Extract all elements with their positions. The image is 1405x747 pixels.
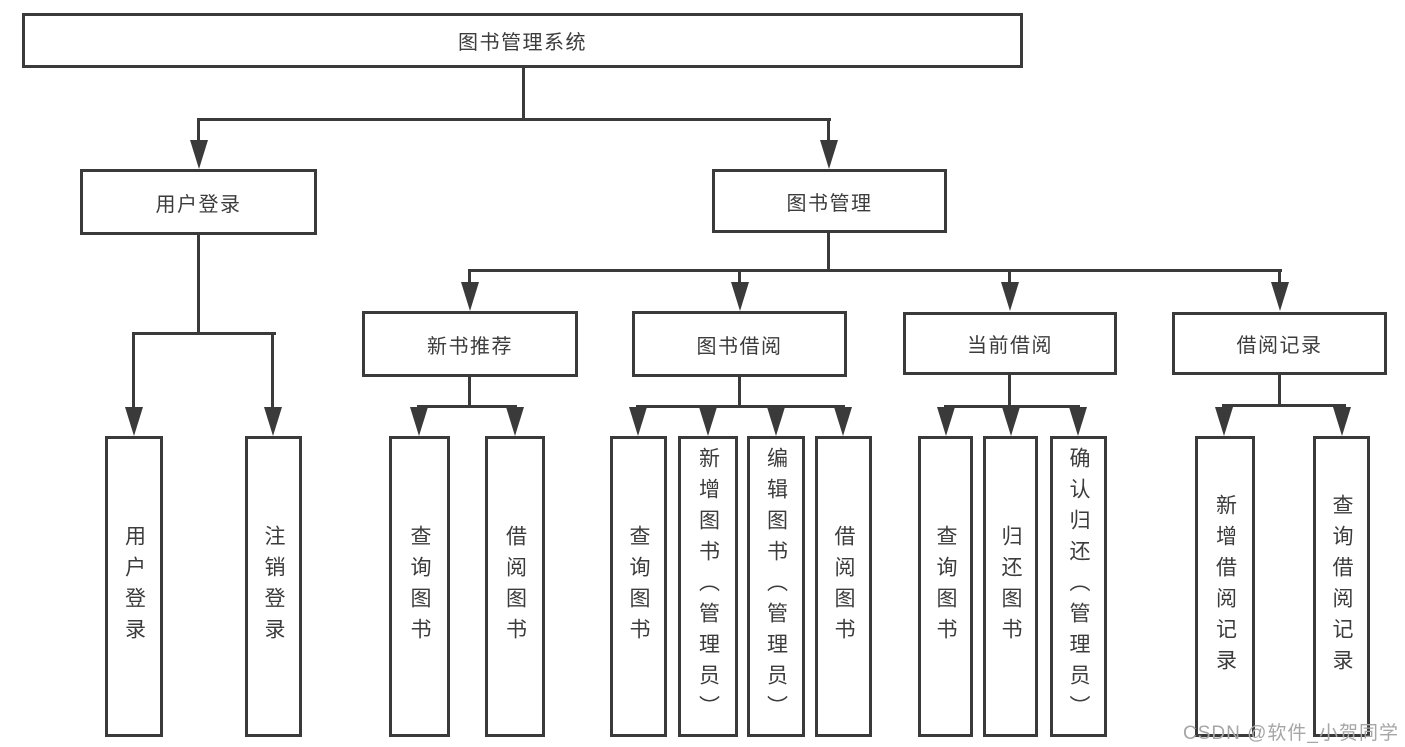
leaf-borrow-books: 借阅图书 [815,436,872,737]
arrow-down-icon [125,407,143,436]
node-label: 图书管理 [786,192,873,215]
node-borrow-records: 借阅记录 [1172,312,1387,375]
connector-root-branch [197,118,831,121]
arrow-down-icon [937,407,955,436]
arrow-down-icon [1215,407,1233,436]
node-new-book-recommend: 新书推荐 [362,311,578,377]
leaf-label: 确认归还（管理员） [1067,447,1090,726]
arrow-down-icon [767,407,785,436]
leaf-label: 查询图书 [934,524,957,649]
node-label: 新书推荐 [427,335,513,358]
connector-book-management-branch [468,269,1282,272]
connector-user-login-branch [132,332,276,335]
leaf-label: 归还图书 [999,524,1022,649]
leaf-return-book: 归还图书 [983,436,1038,737]
leaf-add-book-admin: 新增图书（管理员） [678,436,738,737]
connector-new-book-branch [417,405,517,408]
leaf-label: 借阅图书 [832,524,855,649]
node-label: 用户登录 [155,193,242,216]
leaf-label: 借阅图书 [503,524,527,649]
connector-to-current-borrow [1008,269,1011,284]
leaf-query-books-current: 查询图书 [918,436,973,737]
node-user-login: 用户登录 [80,169,317,235]
leaf-query-borrow-record: 查询借阅记录 [1313,436,1370,737]
leaf-label: 新增图书（管理员） [696,447,720,726]
arrow-down-icon [699,407,717,436]
node-book-borrow: 图书借阅 [632,311,847,377]
leaf-label: 编辑图书（管理员） [764,447,788,726]
connector-to-book-management [827,118,830,143]
connector-borrow-records-stem [1278,375,1281,407]
node-label: 图书管理系统 [458,32,587,54]
arrow-down-icon [264,407,282,436]
connector-to-new-book [468,269,471,284]
node-current-borrow: 当前借阅 [903,312,1117,375]
arrow-down-icon [1002,407,1020,436]
arrow-down-icon [1271,282,1289,311]
arrow-down-icon [506,407,524,436]
arrow-down-icon [1001,282,1019,311]
arrow-down-icon [461,282,479,311]
node-book-management: 图书管理 [712,169,947,233]
leaf-label: 查询图书 [627,524,650,649]
connector-to-leaf [132,332,135,408]
arrow-down-icon [1069,407,1087,436]
connector-borrow-records-branch [1222,404,1346,407]
arrow-down-icon [190,140,208,169]
connector-book-borrow-branch [636,405,845,408]
leaf-query-books-borrow: 查询图书 [610,436,667,737]
leaf-query-books-recommend: 查询图书 [389,436,450,737]
arrow-down-icon [410,407,428,436]
arrow-down-icon [629,407,647,436]
connector-to-leaf [271,332,274,408]
leaf-logout: 注销登录 [245,436,302,737]
leaf-label: 查询借阅记录 [1330,493,1353,680]
connector-user-login-stem [197,235,200,335]
leaf-confirm-return-admin: 确认归还（管理员） [1050,436,1107,737]
leaf-edit-book-admin: 编辑图书（管理员） [747,436,805,737]
connector-new-book-stem [468,377,471,408]
connector-book-borrow-stem [738,377,741,408]
leaf-label: 用户登录 [122,524,146,649]
arrow-down-icon [834,407,852,436]
connector-to-borrow-records [1278,269,1281,284]
connector-current-borrow-branch [944,405,1080,408]
arrow-down-icon [820,140,838,169]
watermark: CSDN @软件_小贺同学 [1183,723,1399,744]
connector-to-book-borrow [738,269,741,284]
connector-book-management-stem [827,233,830,272]
leaf-add-borrow-record: 新增借阅记录 [1195,436,1255,737]
node-library-management-system: 图书管理系统 [22,13,1023,68]
connector-current-borrow-stem [1008,375,1011,408]
leaf-label: 查询图书 [408,524,431,649]
leaf-label: 注销登录 [262,524,285,649]
connector-root-stem [522,68,525,118]
arrow-down-icon [731,282,749,311]
node-label: 当前借阅 [967,335,1053,357]
leaf-user-login: 用户登录 [105,436,163,737]
arrow-down-icon [1333,407,1351,436]
leaf-borrow-books-recommend: 借阅图书 [485,436,545,737]
leaf-label: 新增借阅记录 [1213,493,1237,680]
connector-to-user-login [197,118,200,143]
node-label: 图书借阅 [696,335,783,358]
node-label: 借阅记录 [1236,335,1323,357]
